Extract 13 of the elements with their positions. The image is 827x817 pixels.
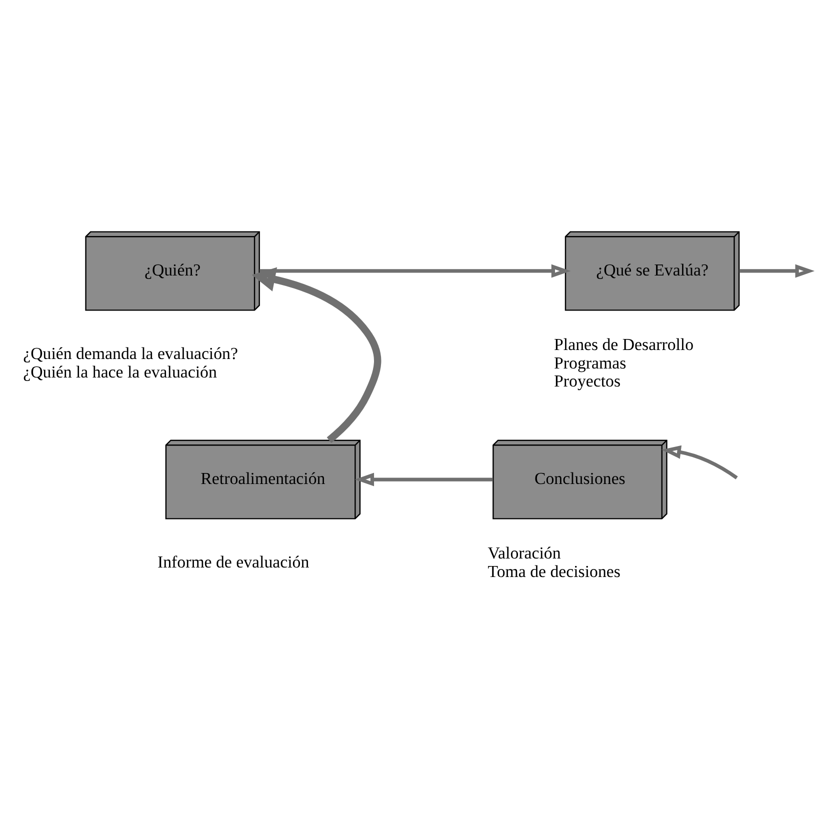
node-label: ¿Quién la hace la evaluación [23,362,217,381]
arrow [354,472,493,486]
node-label: ¿Quién demanda la evaluación? [23,344,238,363]
node-label: Toma de decisiones [488,561,620,580]
node-label: Informe de evaluación [157,552,310,572]
arrow [662,444,738,479]
node-label: Planes de Desarrollo [554,334,694,354]
arrow [739,264,815,278]
node-label: Proyectos [554,370,621,390]
arrow [260,264,571,278]
arrow [252,266,382,442]
node-label: Valoración [488,543,561,562]
node-label: Programas [554,352,626,372]
